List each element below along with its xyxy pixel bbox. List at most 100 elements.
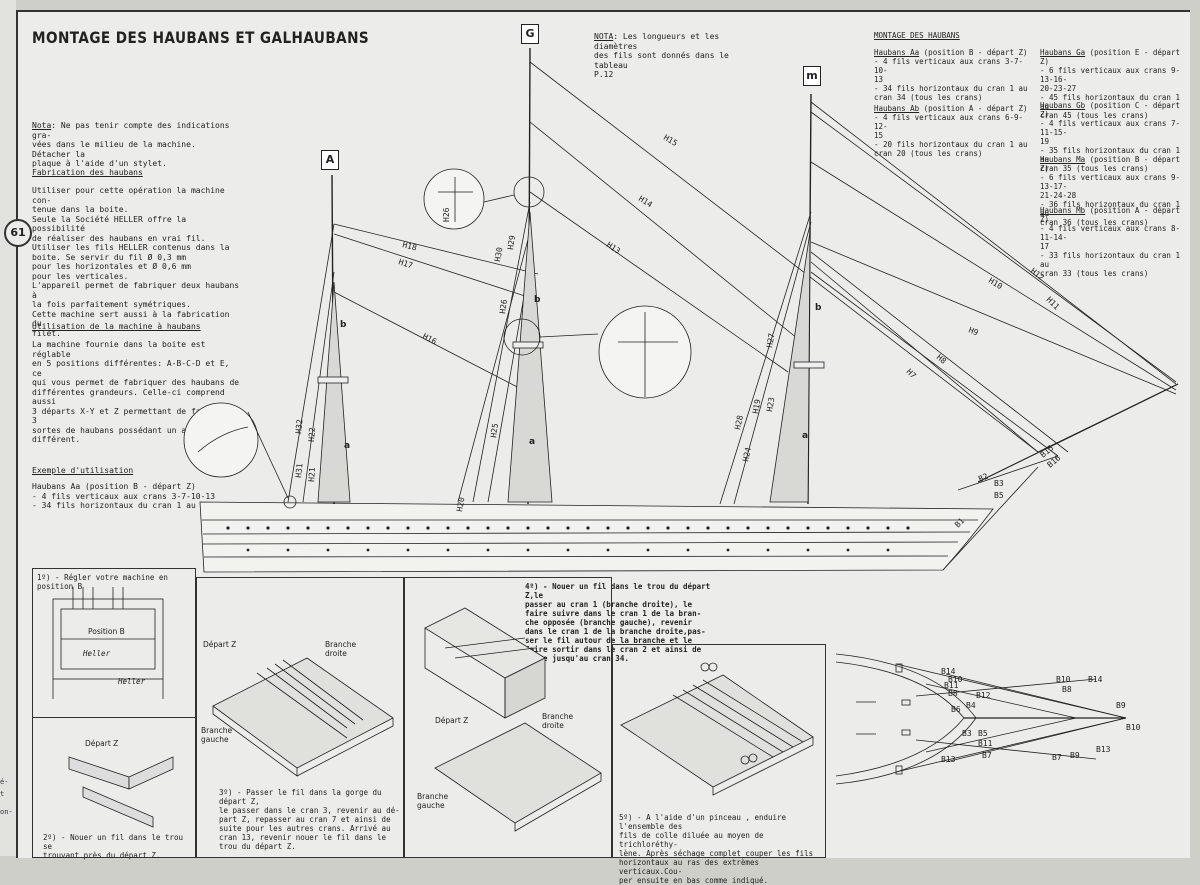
hauban-lines: - 6 fils verticaux aux crans 9-13-16- 20… bbox=[1040, 66, 1180, 120]
position-b-label: Position B bbox=[88, 627, 125, 636]
label-h17: H17 bbox=[397, 257, 414, 270]
nota-label: Nota bbox=[32, 121, 52, 130]
montage-ma: Haubans Ma (position B - départ Z)- 6 fi… bbox=[1040, 155, 1190, 227]
instruction-page: 61 MONTAGE DES HAUBANS ET GALHAUBANS Not… bbox=[4, 10, 1190, 885]
machine-position-b-drawing bbox=[52, 587, 164, 699]
hauban-lines: - 4 fils verticaux aux crans 7-11-15- 19… bbox=[1040, 119, 1180, 173]
montage-gb: Haubans Gb (position C - départ Z)- 4 fi… bbox=[1040, 101, 1190, 173]
label-h26-detail: H26 bbox=[442, 207, 451, 222]
bow-label: B10 bbox=[1056, 675, 1071, 684]
label-h8: H8 bbox=[935, 353, 948, 366]
nota-block: Nota: Ne pas tenir compte des indication… bbox=[32, 121, 232, 169]
montage-ga: Haubans Ga (position E - départ Z)- 6 fi… bbox=[1040, 48, 1190, 120]
label-h24: H24 bbox=[741, 446, 753, 462]
label-b-a: b bbox=[340, 320, 347, 330]
mast-tag-m: m bbox=[803, 66, 821, 86]
fabrication-text: Utiliser pour cette opération la machine… bbox=[32, 186, 240, 338]
detail-circle-1 bbox=[183, 402, 259, 478]
step-4-droite-label: Branche droite bbox=[542, 712, 574, 730]
step-3-text: 3º) - Passer le fil dans la gorge du dép… bbox=[219, 788, 400, 851]
mast-tag-g: G bbox=[521, 24, 539, 44]
label-h23: H23 bbox=[765, 396, 776, 412]
exemple-heading: Exemple d'utilisation bbox=[32, 466, 134, 475]
label-a-a: a bbox=[344, 441, 350, 451]
label-b2: B2 bbox=[977, 472, 990, 484]
step-4-drawing bbox=[424, 607, 602, 832]
bow-label: B6 bbox=[951, 705, 961, 714]
label-a-g: a bbox=[529, 437, 535, 447]
step-5-text: 5º) - A l'aide d'un pinceau , enduire l'… bbox=[619, 813, 814, 885]
hauban-title: Haubans Gb bbox=[1040, 101, 1086, 110]
label-a-m: a bbox=[802, 431, 808, 441]
hauban-position: (position E - départ Z) bbox=[1040, 48, 1180, 66]
hauban-position: (position A - départ Z) bbox=[919, 104, 1028, 113]
nota-top-label: NOTA bbox=[594, 32, 614, 41]
label-h7: H7 bbox=[905, 367, 918, 380]
step-2-panel: Départ Z 2º) - Nouer un fil dans le trou… bbox=[32, 717, 196, 860]
label-h30: H30 bbox=[493, 246, 504, 262]
fabrication-heading: Fabrication des haubans bbox=[32, 168, 143, 177]
label-h19: H19 bbox=[751, 398, 762, 414]
bow-plan-view: B14 B10 B11 B8 B12 B4 B6 B5 B3 B11 B7 B1… bbox=[826, 644, 1170, 858]
montage-heading: MONTAGE DES HAUBANS bbox=[874, 31, 960, 40]
bow-plan-drawing: B14 B10 B11 B8 B12 B4 B6 B5 B3 B11 B7 B1… bbox=[835, 653, 1141, 785]
hauban-lines: - 6 fils verticaux aux crans 9-13-17- 21… bbox=[1040, 173, 1180, 227]
bow-label: B13 bbox=[1096, 745, 1111, 754]
hauban-lines: - 4 fils verticaux aux crans 8-11-14- 17… bbox=[1040, 224, 1180, 278]
label-b5: B5 bbox=[994, 491, 1004, 500]
ship-hull bbox=[199, 501, 994, 573]
bow-label: B5 bbox=[978, 729, 988, 738]
step-3-droite-label: Branche droite bbox=[325, 640, 357, 658]
label-h28: H28 bbox=[733, 414, 745, 430]
nota-text: : Ne pas tenir compte des indications gr… bbox=[32, 121, 230, 168]
bow-label: B8 bbox=[948, 689, 958, 698]
hauban-title: Haubans Aa bbox=[874, 48, 920, 57]
step-3-gauche-label: Branche gauche bbox=[201, 726, 233, 744]
bow-label: B7 bbox=[1052, 753, 1062, 762]
bow-label: B13 bbox=[941, 755, 956, 764]
montage-ab: Haubans Ab (position A - départ Z)- 4 fi… bbox=[874, 104, 1034, 158]
label-h29: H29 bbox=[506, 235, 517, 251]
heller-label: Heller bbox=[83, 649, 111, 658]
label-b3: B3 bbox=[994, 479, 1004, 488]
step-1-panel: 1º) - Régler votre machine en position B… bbox=[32, 568, 196, 718]
label-h21: H21 bbox=[307, 467, 317, 482]
step-3-depart-label: Départ Z bbox=[203, 640, 237, 649]
nota-top: NOTA: Les longueurs et les diamètres des… bbox=[594, 32, 764, 80]
nota-top-text: : Les longueurs et les diamètres des fil… bbox=[594, 32, 729, 79]
label-h18: H18 bbox=[402, 240, 418, 252]
hauban-title: Haubans Ga bbox=[1040, 48, 1086, 57]
montage-mb: Haubans Mb (position A - départ Z)- 4 fi… bbox=[1040, 206, 1190, 278]
mast-tag-a: A bbox=[321, 150, 339, 170]
label-h25: H25 bbox=[489, 423, 500, 439]
bow-label: B14 bbox=[941, 667, 956, 676]
montage-aa: Haubans Aa (position B - départ Z)- 4 fi… bbox=[874, 48, 1034, 102]
step-2-depart-label: Départ Z bbox=[85, 739, 119, 748]
label-h16: H16 bbox=[421, 332, 438, 347]
bow-label: B12 bbox=[976, 691, 991, 700]
step-2-drawing bbox=[68, 756, 174, 828]
bow-label: B3 bbox=[962, 729, 972, 738]
hauban-title: Haubans Ma bbox=[1040, 155, 1086, 164]
hauban-title: Haubans Ab bbox=[874, 104, 920, 113]
heller-label: Heller bbox=[118, 677, 146, 686]
label-h10: H10 bbox=[987, 276, 1004, 291]
step-4-text: 4º) - Nouer un fil dans le trou du dépar… bbox=[525, 582, 711, 663]
label-h14: H14 bbox=[637, 194, 654, 209]
bow-label: B10 bbox=[948, 675, 963, 684]
step-5-panel: 5º) - A l'aide d'un pinceau , enduire l'… bbox=[612, 644, 826, 885]
hauban-lines: - 4 fils verticaux aux crans 6-9-12- 15 … bbox=[874, 113, 1028, 158]
page-number: 61 bbox=[4, 219, 32, 247]
left-margin: é- t on- bbox=[0, 0, 16, 856]
label-h9: H9 bbox=[967, 326, 979, 338]
step-5-drawing bbox=[620, 662, 814, 796]
label-h13: H13 bbox=[605, 240, 622, 256]
ship-rigging-diagram: H15 H14 H13 H18 H17 H16 H12 H11 H10 H9 H… bbox=[183, 47, 1179, 573]
label-h32: H32 bbox=[294, 419, 304, 434]
step-4-depart-label: Départ Z bbox=[435, 716, 469, 725]
step-3-drawing bbox=[212, 657, 394, 777]
label-h12: H12 bbox=[1029, 266, 1046, 282]
label-b-m: b bbox=[815, 303, 822, 313]
bow-label: B14 bbox=[1088, 675, 1103, 684]
bow-label: B9 bbox=[1116, 701, 1126, 710]
